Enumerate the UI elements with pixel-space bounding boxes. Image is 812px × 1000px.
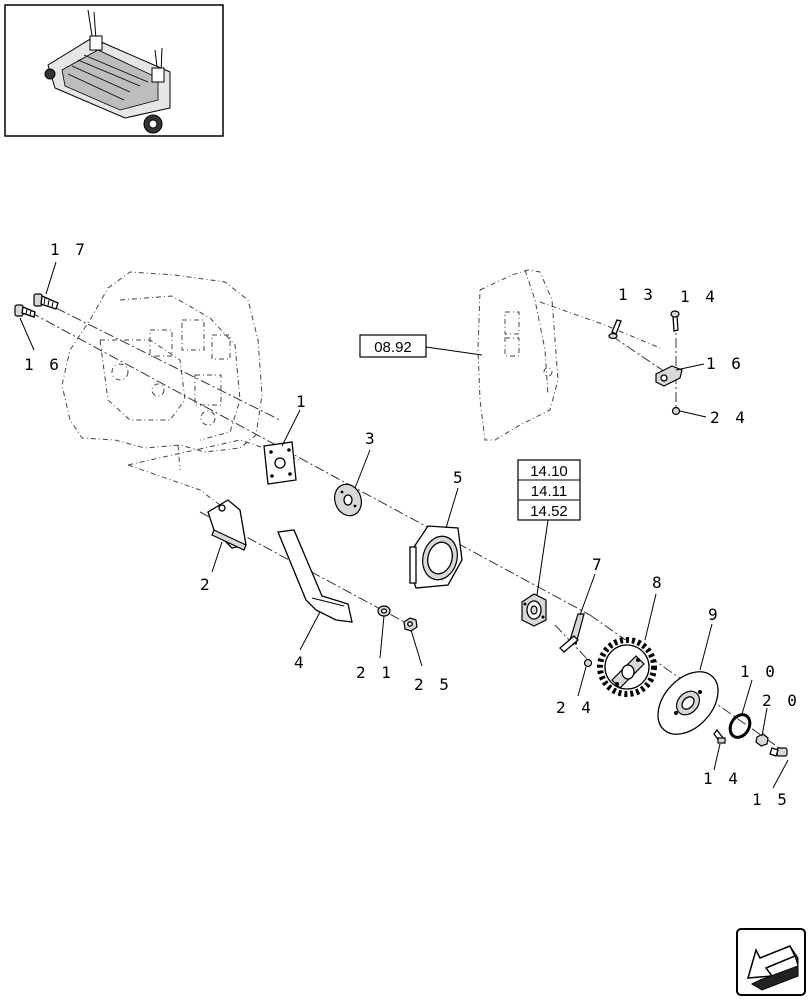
nut-part-25[interactable]: [403, 617, 418, 632]
flange-washer-part-3[interactable]: [330, 481, 365, 520]
tension-link-part-7[interactable]: [559, 613, 585, 653]
reference-box-0892[interactable]: 08.92: [359, 334, 427, 358]
label-13: 1 3: [618, 285, 656, 304]
label-24-upper: 2 4: [710, 408, 748, 427]
part-number-labels: 1 7 1 6 1 3 5 2 4 2 1 2 5 7 8 9 1 0 2 0 …: [24, 240, 800, 809]
label-25: 2 5: [414, 675, 452, 694]
navigation-arrow-icon: [746, 945, 799, 991]
navigation-arrow-button[interactable]: [736, 928, 806, 996]
snap-ring-part-10[interactable]: [726, 711, 754, 741]
reference-1452-label: 14.52: [530, 503, 568, 520]
reference-1411-label: 14.11: [531, 483, 567, 500]
bearing-flange-part[interactable]: [521, 593, 547, 627]
nut-part-24-lower[interactable]: [583, 658, 593, 668]
label-9: 9: [708, 605, 721, 624]
label-4: 4: [294, 653, 307, 672]
reference-1410-label: 14.10: [530, 463, 568, 480]
mounting-plate-part-1[interactable]: [263, 441, 297, 485]
label-16-right: 1 6: [706, 354, 744, 373]
washer-part-20[interactable]: [755, 733, 769, 747]
bolt-part-14-upper[interactable]: [670, 310, 680, 332]
label-7: 7: [592, 555, 605, 574]
label-14-lower: 1 4: [703, 769, 741, 788]
label-8: 8: [652, 573, 665, 592]
label-1: 1: [296, 392, 309, 411]
machine-thumbnail-icon: [44, 9, 171, 134]
reference-box-group-14[interactable]: 14.10 14.11 14.52: [517, 459, 581, 521]
bracket-part-2[interactable]: [207, 499, 247, 551]
label-24-lower: 2 4: [556, 698, 594, 717]
bolt-part-15[interactable]: [769, 747, 788, 757]
washer-part-21[interactable]: [377, 605, 391, 617]
label-16-left: 1 6: [24, 355, 62, 374]
bolt-part-17[interactable]: [33, 293, 59, 310]
label-10: 1 0: [740, 662, 778, 681]
label-17: 1 7: [50, 240, 88, 259]
reference-0892-label: 08.92: [374, 339, 412, 356]
label-3: 3: [365, 429, 378, 448]
label-15: 1 5: [752, 790, 790, 809]
label-2: 2: [200, 575, 213, 594]
label-14-upper: 1 4: [680, 287, 718, 306]
bolt-part-16-left[interactable]: [14, 304, 36, 318]
guard-part-5[interactable]: [409, 525, 463, 589]
overview-thumbnail[interactable]: [4, 4, 224, 137]
bolt-part-13[interactable]: [608, 319, 622, 340]
support-arm-part-4[interactable]: [277, 529, 353, 623]
frame-outline-left: [61, 271, 301, 521]
clamp-part-16-right[interactable]: [655, 365, 683, 387]
bolt-part-14-lower[interactable]: [713, 728, 726, 744]
label-20: 2 0: [762, 691, 800, 710]
panel-outline-right: [477, 269, 661, 441]
label-5: 5: [453, 468, 466, 487]
label-21: 2 1: [356, 663, 394, 682]
nut-part-24-upper[interactable]: [671, 406, 681, 416]
friction-disc-part-9[interactable]: [646, 660, 730, 746]
leader-lines: [19, 261, 789, 789]
sprocket-part-8[interactable]: [597, 637, 657, 697]
